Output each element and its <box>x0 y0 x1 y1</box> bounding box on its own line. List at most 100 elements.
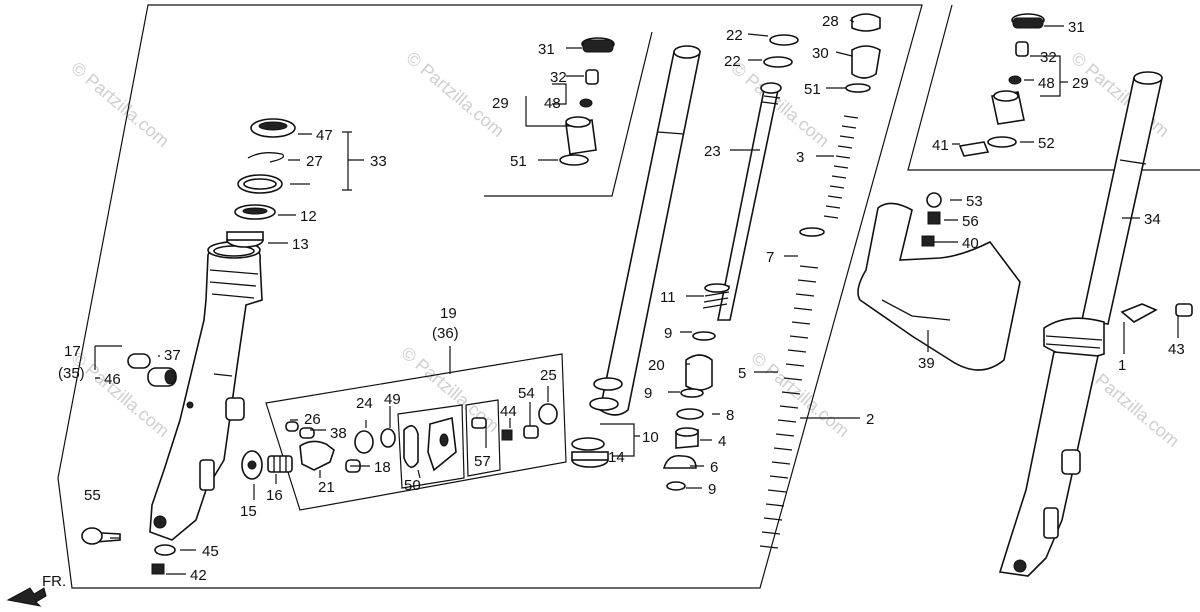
callout-32-right: 32 <box>1040 49 1057 66</box>
watermark-3: © Partzilla.com <box>727 58 833 151</box>
fork-brace <box>857 192 1021 371</box>
part-40 <box>921 235 935 247</box>
part-22-washer-a <box>769 34 799 46</box>
part-9-ring-lower <box>666 481 686 491</box>
callout-25: 25 <box>540 367 557 384</box>
callout-37: 37 <box>164 347 181 364</box>
part-56 <box>927 211 941 225</box>
sub-box-57 <box>465 399 501 477</box>
callout-31-insert: 31 <box>538 41 555 58</box>
callout-20: 20 <box>648 357 665 374</box>
callout-8: 8 <box>726 407 734 424</box>
drain-bolt-parts <box>127 353 177 387</box>
callout-17: 17 <box>64 343 81 360</box>
part-44-nut <box>501 429 513 441</box>
callout-48-right: 48 <box>1038 75 1055 92</box>
front-label: FR. <box>42 573 66 590</box>
watermark-5: © Partzilla.com <box>67 348 173 441</box>
callout-29-right: 29 <box>1072 75 1089 92</box>
part-7-washer <box>799 227 825 237</box>
callout-5: 5 <box>738 365 746 382</box>
callout-52: 52 <box>1038 135 1055 152</box>
slide-bushings <box>571 437 609 468</box>
part-37 <box>127 353 151 369</box>
callout-18: 18 <box>374 459 391 476</box>
front-direction-arrow: FR. <box>6 573 66 607</box>
callout-49: 49 <box>384 391 401 408</box>
part-1-bracket <box>1120 303 1158 323</box>
part-57-bolt <box>471 417 487 429</box>
fork-spring-assembly <box>759 13 881 549</box>
callout-26: 26 <box>304 411 321 428</box>
callout-1: 1 <box>1118 357 1126 374</box>
callout-51-insert: 51 <box>510 153 527 170</box>
part-25-seal <box>538 403 558 425</box>
callout-22-lower: 22 <box>724 53 741 70</box>
callout-33: 33 <box>370 153 387 170</box>
callout-24: 24 <box>356 395 373 412</box>
valve-assembly-frame <box>265 353 567 511</box>
callout-50: 50 <box>404 477 421 494</box>
callout-36: (36) <box>432 325 459 342</box>
part-28-cap <box>851 13 881 32</box>
callout-51: 51 <box>804 81 821 98</box>
callout-10: 10 <box>642 429 659 446</box>
callout-31-right: 31 <box>1068 19 1085 36</box>
callout-54: 54 <box>518 385 535 402</box>
watermark-7: © Partzilla.com <box>747 348 853 441</box>
part-54-plug <box>523 425 539 439</box>
right-cap-parts <box>958 13 1045 157</box>
callout-labels: 47 27 33 12 13 17 (35) 37 46 55 45 42 19… <box>58 13 1185 584</box>
callout-15: 15 <box>240 503 257 520</box>
part-30-bolt <box>851 45 881 79</box>
callout-16: 16 <box>266 487 283 504</box>
callout-41: 41 <box>932 137 949 154</box>
callout-2: 2 <box>866 411 874 428</box>
part-6-spring-seat <box>662 454 697 469</box>
part-24-washer <box>354 430 374 454</box>
callout-53: 53 <box>966 193 983 210</box>
callout-35: (35) <box>58 365 85 382</box>
callout-32-insert: 32 <box>550 69 567 86</box>
right-panel-frame <box>907 4 1200 171</box>
part-8-washer <box>676 408 704 420</box>
right-fork-assembly <box>998 71 1193 577</box>
part-45-washer <box>154 544 176 556</box>
callout-4: 4 <box>718 433 726 450</box>
part-43-bolt <box>1175 303 1193 317</box>
part-27-clip <box>247 152 285 163</box>
part-51-o-ring <box>559 154 589 166</box>
part-53 <box>926 192 942 208</box>
part-9-ring-upper <box>692 331 716 341</box>
callout-22-upper: 22 <box>726 27 743 44</box>
callout-9-upper: 9 <box>664 325 672 342</box>
callout-6: 6 <box>710 459 718 476</box>
part-42-bolt <box>151 563 165 575</box>
part-20-collar <box>685 354 713 391</box>
callout-30: 30 <box>812 45 829 62</box>
callout-43: 43 <box>1168 341 1185 358</box>
watermark-1: © Partzilla.com <box>67 58 173 151</box>
callout-55: 55 <box>84 487 101 504</box>
part-32-valve <box>585 69 599 85</box>
sub-box-50 <box>397 404 465 489</box>
callout-9-lower: 9 <box>708 481 716 498</box>
part-51-o-ring-b <box>845 83 871 93</box>
damper-rod-assembly <box>662 82 782 491</box>
part-9-ring-middle <box>680 388 704 398</box>
callout-46: 46 <box>104 371 121 388</box>
callout-34: 34 <box>1144 211 1161 228</box>
callout-12: 12 <box>300 208 317 225</box>
callout-29-insert: 29 <box>492 95 509 112</box>
main-assembly-frame <box>57 4 923 589</box>
cap-assembly-insert-frame <box>484 31 653 197</box>
part-26-pin <box>285 421 299 432</box>
fork-cap-insert-parts <box>559 37 615 166</box>
inner-fork-tube <box>589 45 701 416</box>
part-21-piston <box>299 440 335 471</box>
damper-valve-parts <box>241 403 558 480</box>
callout-56: 56 <box>962 213 979 230</box>
callout-14: 14 <box>608 449 625 466</box>
part-49-o-ring <box>380 428 396 448</box>
